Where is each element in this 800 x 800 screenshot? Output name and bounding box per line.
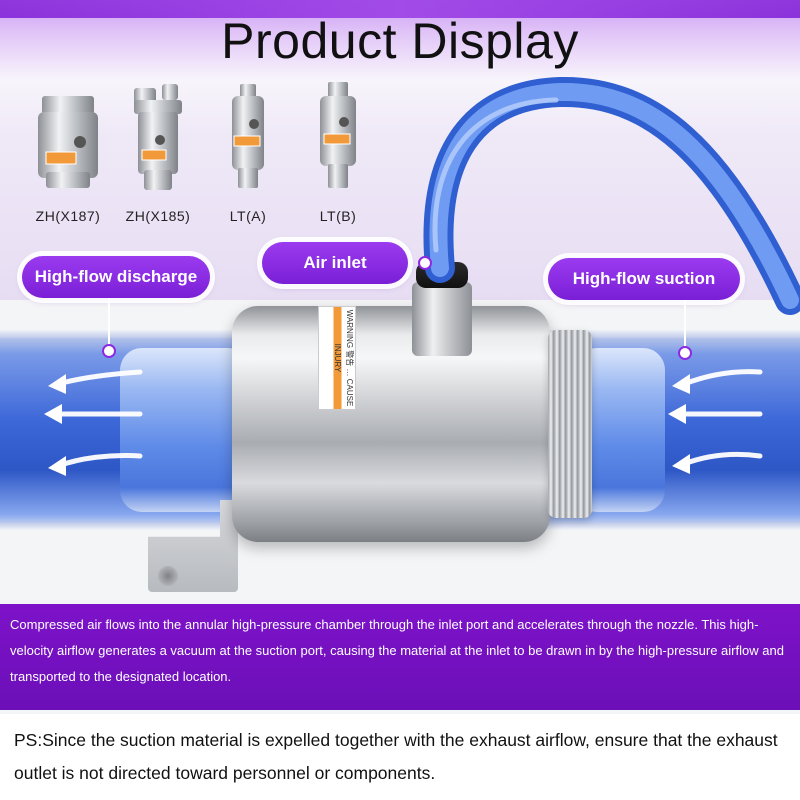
leader-line (108, 298, 110, 348)
leader-dot (678, 346, 692, 360)
product-variant: LT(B) (292, 82, 382, 224)
ejector-lt-a-icon (232, 84, 264, 188)
leader-dot (102, 344, 116, 358)
threaded-end (548, 330, 592, 518)
product-variants: ZH(X187) ZH(X185) LT(A) (22, 82, 382, 224)
description-band: Compressed air flows into the annular hi… (0, 604, 800, 710)
product-label: ZH(X185) (125, 208, 191, 224)
product-variant: LT(A) (202, 82, 292, 224)
ejector-body (232, 306, 550, 542)
inlet-fitting (412, 282, 472, 356)
leader-dot (418, 256, 432, 270)
ejector-zh-x185-icon (134, 84, 182, 190)
leader-line (684, 300, 686, 348)
warning-sticker: WARNING 警告 … CAUSE INJURY (318, 306, 356, 410)
label-air-inlet: Air inlet (262, 242, 408, 284)
product-label: ZH(X187) (35, 208, 101, 224)
label-high-flow-discharge: High-flow discharge (22, 256, 210, 298)
ps-note-area: PS:Since the suction material is expelle… (0, 714, 800, 800)
product-label: LT(A) (229, 208, 267, 224)
product-variant: ZH(X187) (22, 82, 112, 224)
ejector-zh-x187-icon (38, 96, 98, 188)
product-label: LT(B) (319, 208, 357, 224)
product-variant: ZH(X185) (112, 82, 202, 224)
mounting-hole (158, 566, 178, 586)
ejector-lt-b-icon (320, 82, 356, 188)
description-text: Compressed air flows into the annular hi… (10, 617, 784, 684)
page-title: Product Display (221, 13, 579, 69)
label-high-flow-suction: High-flow suction (548, 258, 740, 300)
pipe-coupling-left (120, 348, 250, 512)
ps-note-text: PS:Since the suction material is expelle… (14, 730, 778, 783)
